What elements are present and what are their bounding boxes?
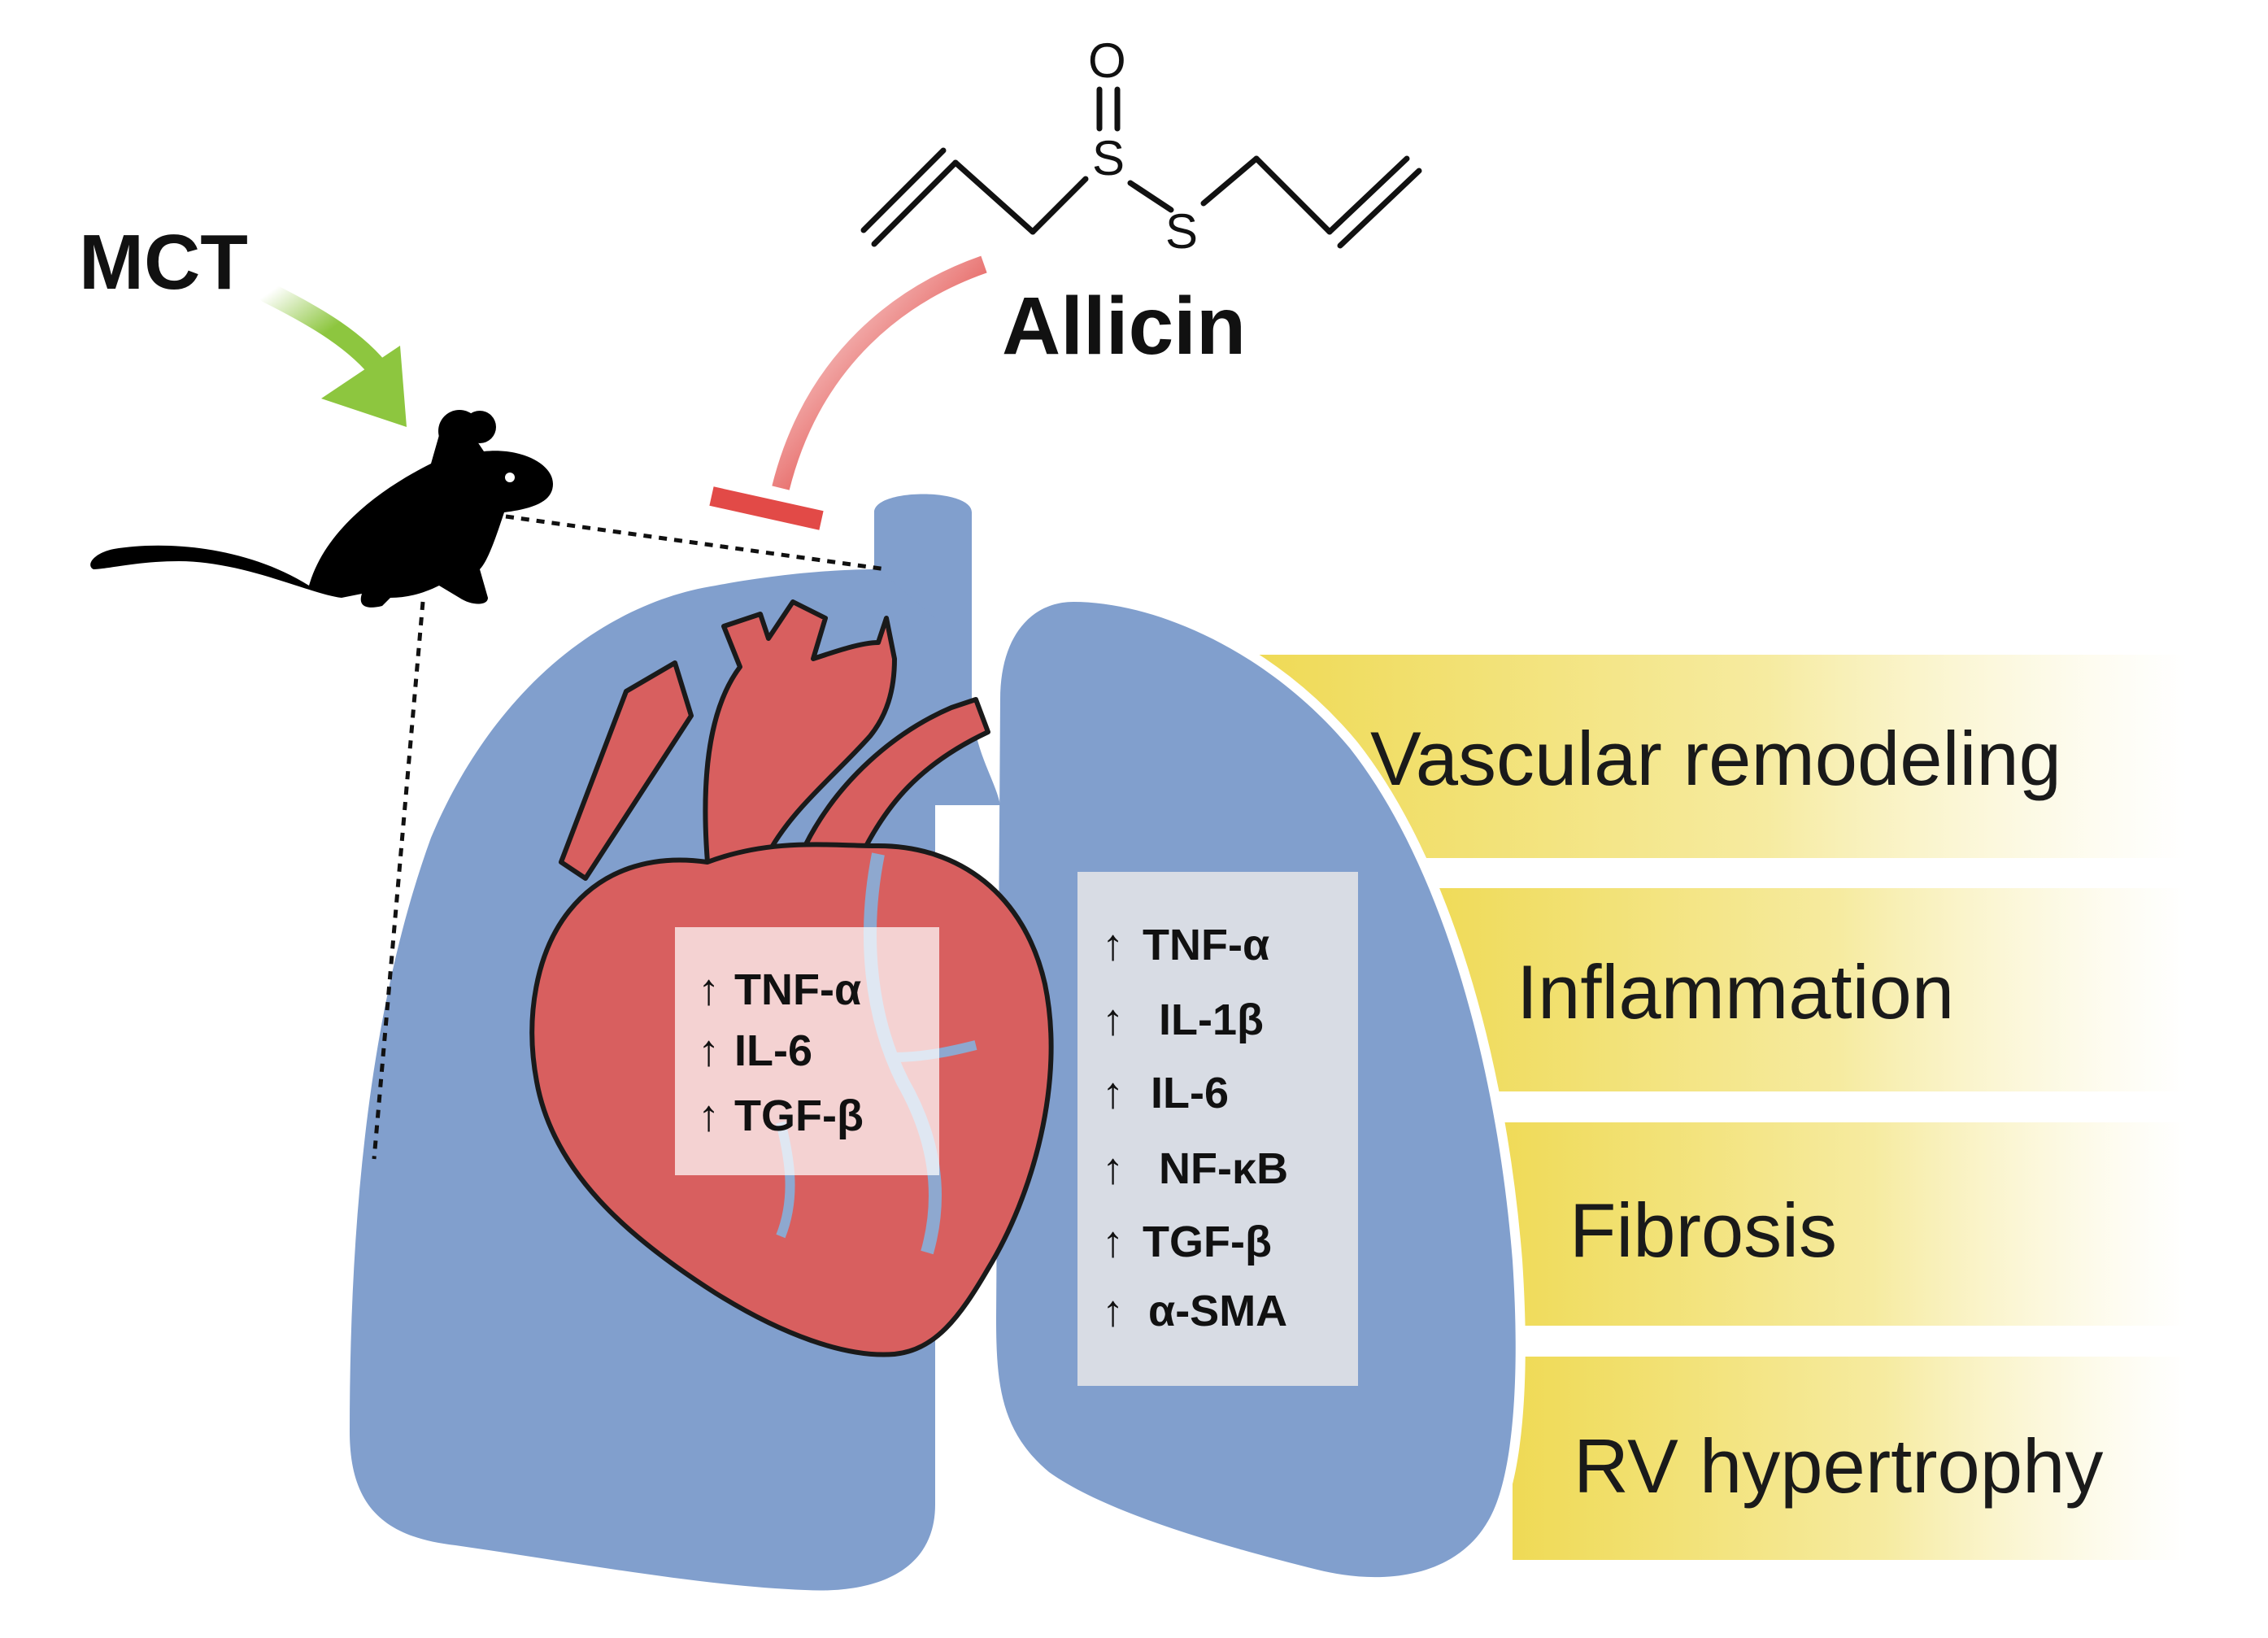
heart-marker-arrow: ↑ <box>698 965 720 1014</box>
lung-marker-label: NF-κB <box>1159 1144 1288 1193</box>
lung-marker-label: TGF-β <box>1143 1218 1272 1266</box>
lung-marker-label: IL-1β <box>1159 995 1264 1044</box>
inflammation-band <box>1415 888 2187 1091</box>
mct-arrow <box>258 282 407 427</box>
heart-marker-arrow: ↑ <box>698 1026 720 1075</box>
heart-marker-arrow: ↑ <box>698 1091 720 1140</box>
outcome-bands <box>1252 655 2187 1560</box>
allicin-inhibition-arrow <box>709 255 987 530</box>
lung-marker-label: TNF-α <box>1143 921 1269 969</box>
lung-marker-label: α-SMA <box>1148 1287 1287 1335</box>
lung-marker-arrow: ↑ <box>1102 1069 1124 1117</box>
lung-marker-arrow: ↑ <box>1102 995 1124 1044</box>
heart-vessel-left <box>559 660 694 881</box>
sulfur-atom-2: S <box>1165 204 1198 259</box>
mct-label: MCT <box>79 219 248 306</box>
lung-biomarker-box: ↑ ↑ ↑ ↑ ↑ ↑ TNF-α IL-1β IL-6 NF-κB TGF-β… <box>1077 872 1358 1386</box>
allicin-structure <box>860 86 1422 249</box>
sulfur-atom-1: S <box>1092 131 1125 185</box>
lung-marker-arrow: ↑ <box>1102 1144 1124 1193</box>
outcome-label-fibrosis: Fibrosis <box>1569 1187 1837 1273</box>
rat-eye <box>505 473 515 482</box>
heart-biomarker-box: ↑ ↑ ↑ TNF-α IL-6 TGF-β <box>675 927 939 1175</box>
lung-marker-arrow: ↑ <box>1102 1218 1124 1266</box>
rv-hypertrophy-band <box>1513 1357 2187 1560</box>
heart-marker-label: TGF-β <box>734 1091 864 1140</box>
heart-marker-label: TNF-α <box>734 965 861 1014</box>
allicin-atoms: O S S <box>1088 33 1198 259</box>
lung-marker-arrow: ↑ <box>1102 921 1124 969</box>
outcome-labels: Vascular remodeling Inflammation Fibrosi… <box>1370 716 2103 1509</box>
pulmonary-trunk <box>803 697 990 856</box>
lung-marker-label: IL-6 <box>1151 1069 1229 1117</box>
lung-marker-arrow: ↑ <box>1102 1287 1124 1335</box>
rat-silhouette <box>90 410 553 608</box>
oxygen-atom: O <box>1088 33 1126 88</box>
outcome-label-inflammation: Inflammation <box>1517 949 1954 1035</box>
allicin-label: Allicin <box>1002 281 1246 372</box>
outcome-label-rv-hypertrophy: RV hypertrophy <box>1574 1423 2103 1509</box>
fibrosis-band <box>1488 1122 2187 1326</box>
heart-marker-label: IL-6 <box>734 1026 812 1075</box>
zoom-connector-lines <box>372 514 887 1160</box>
outcome-label-vascular-remodeling: Vascular remodeling <box>1370 716 2061 801</box>
